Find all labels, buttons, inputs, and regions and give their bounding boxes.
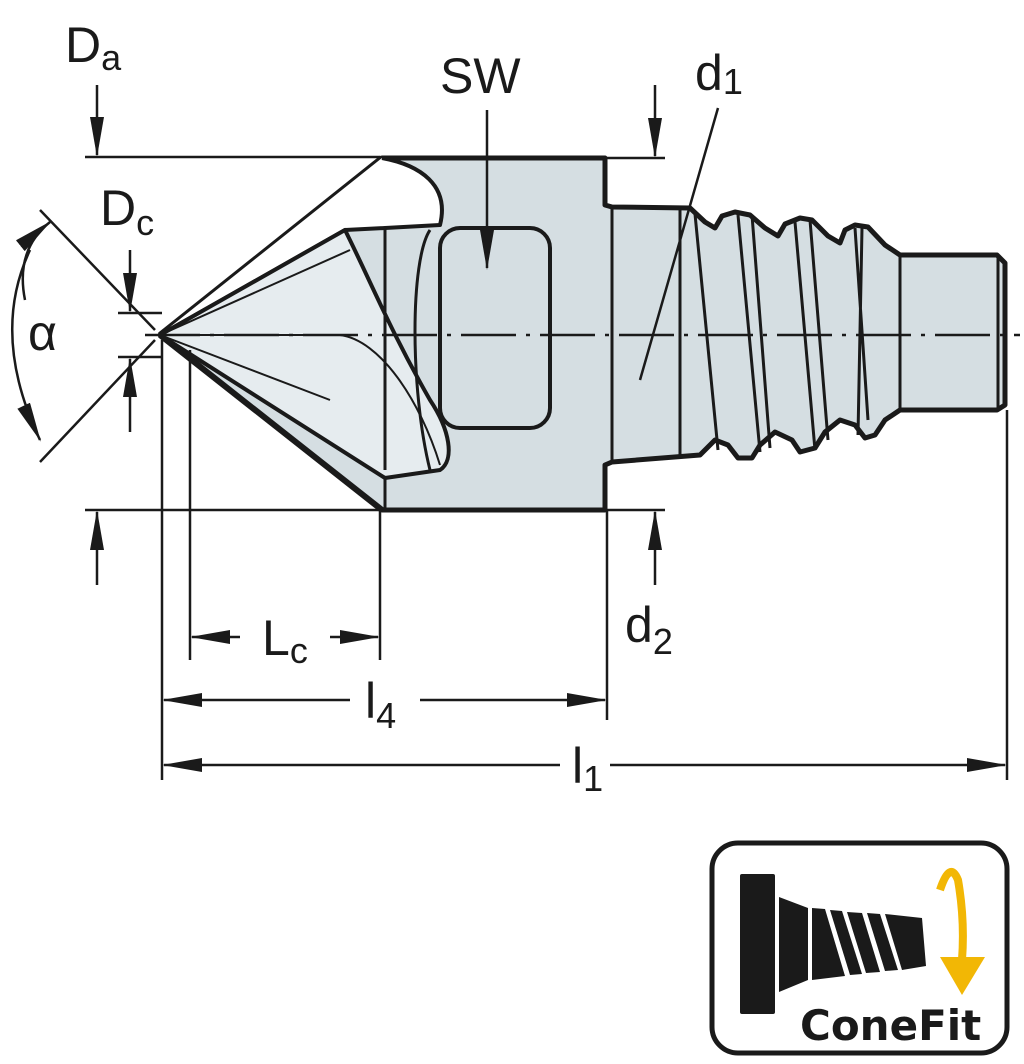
conefit-logo: ConeFit <box>709 840 1010 1056</box>
label-d2: d2 <box>625 597 673 662</box>
label-alpha: α <box>28 305 57 361</box>
label-dc: Dc <box>100 180 154 243</box>
label-d1-main: d <box>695 45 723 101</box>
label-da: Da <box>65 17 122 78</box>
label-l1-main: l <box>572 738 583 794</box>
label-d2-main: d <box>625 597 653 653</box>
label-da-main: D <box>65 17 101 73</box>
label-l1-sub: 1 <box>583 758 603 799</box>
label-dc-main: D <box>100 180 136 236</box>
label-l4: l4 <box>365 673 396 736</box>
label-lc-main: L <box>262 610 290 666</box>
label-l4-main: l <box>365 673 376 729</box>
conefit-text: ConeFit <box>800 1001 981 1050</box>
label-d1-sub: 1 <box>723 61 743 102</box>
label-da-sub: a <box>101 37 122 78</box>
label-sw: SW <box>440 48 521 104</box>
cone-tool-icon <box>740 874 926 1014</box>
label-dc-sub: c <box>136 202 154 243</box>
label-lc-sub: c <box>290 630 308 671</box>
label-lc: Lc <box>262 610 308 671</box>
label-d1: d1 <box>695 45 743 102</box>
dimension-lines <box>11 85 1009 780</box>
label-l4-sub: 4 <box>376 695 396 736</box>
label-d2-sub: 2 <box>653 621 673 662</box>
rotation-arrow-icon <box>936 868 985 995</box>
label-l1: l1 <box>572 738 603 799</box>
